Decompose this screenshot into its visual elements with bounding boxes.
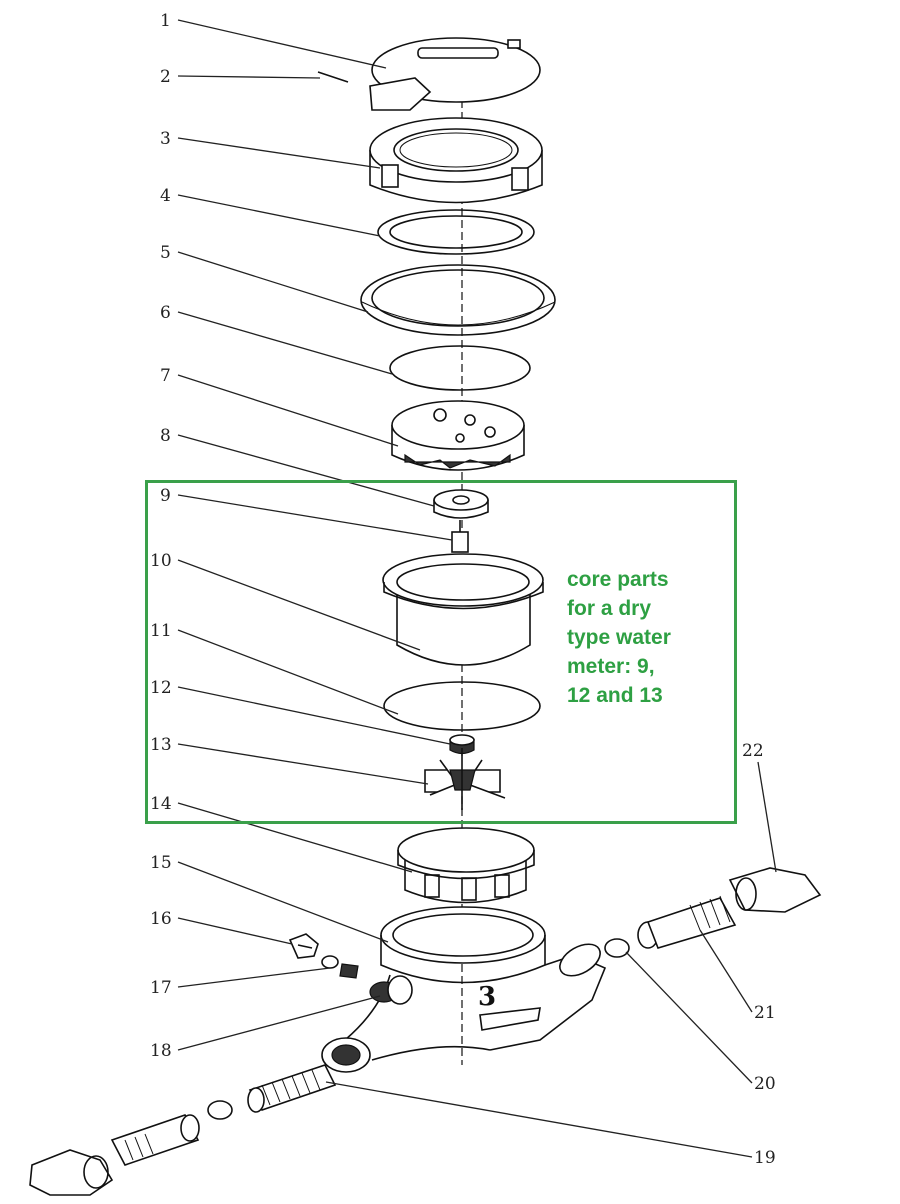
label-6: 6 [160,303,171,323]
part-13-impeller [424,748,506,810]
label-12: 12 [150,678,172,698]
part-6-o-ring [389,345,531,391]
part-19-inlet-fittings [29,1037,371,1196]
label-18: 18 [150,1041,172,1061]
part-1-lid [369,37,541,111]
label-15: 15 [150,853,172,873]
part-11-seal-ring [383,681,541,731]
part-3-ring [369,117,543,204]
label-11: 11 [150,621,172,641]
label-20: 20 [754,1074,776,1094]
part-10-chamber [382,553,544,666]
core-parts-highlight-box [145,480,737,824]
label-8: 8 [160,426,171,446]
label-3: 3 [160,129,171,149]
leader-lines [177,19,777,1158]
part-number-labels: 1 2 3 4 5 6 7 8 9 10 11 12 13 14 15 16 1… [150,11,776,1168]
part-22-nut [728,867,822,913]
part-12-bushing [449,734,475,755]
part-21-tailpiece [637,895,737,949]
part-20-washer [604,938,630,958]
label-19: 19 [754,1148,776,1168]
label-5: 5 [160,243,171,263]
label-9: 9 [160,486,171,506]
part-5-glass [360,264,556,336]
part-9-spindle [451,520,469,553]
label-22: 22 [742,741,764,761]
part-18-adjuster [369,975,413,1005]
label-16: 16 [150,909,172,929]
part-8-bushing [433,489,489,519]
label-17: 17 [150,978,172,998]
core-parts-annotation: core parts for a dry type water meter: 9… [567,568,671,707]
part-17-washer [321,955,359,979]
label-4: 4 [160,186,171,206]
label-1: 1 [160,11,171,31]
label-14: 14 [150,794,172,814]
part-4-gasket [377,209,535,255]
part-7-register [391,400,525,471]
label-7: 7 [160,366,171,386]
part-14-cage [397,827,535,904]
meter-body-mark: 3 [478,982,496,1012]
part-15-body: 3 [329,906,607,1063]
part-16-plug [288,933,319,959]
label-10: 10 [150,551,172,571]
label-13: 13 [150,735,172,755]
label-21: 21 [754,1003,776,1023]
label-2: 2 [160,67,171,87]
part-2-pin [317,71,349,83]
